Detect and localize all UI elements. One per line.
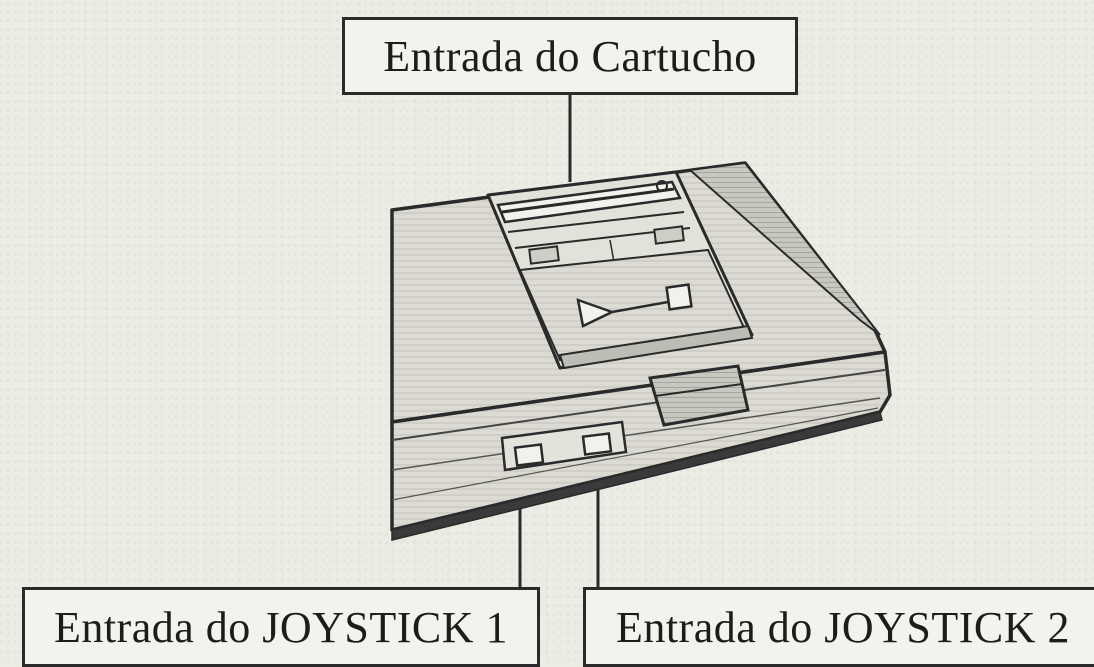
front-block xyxy=(648,364,750,427)
joystick1-port-label: Entrada do JOYSTICK 1 xyxy=(22,587,540,667)
cartridge-slot xyxy=(486,170,754,370)
joystick2-port-label: Entrada do JOYSTICK 2 xyxy=(583,587,1094,667)
joystick2-port xyxy=(581,432,613,456)
joystick-port-panel xyxy=(500,420,628,472)
joystick1-port xyxy=(513,443,545,467)
cartridge-slot-label: Entrada do Cartucho xyxy=(342,17,798,95)
